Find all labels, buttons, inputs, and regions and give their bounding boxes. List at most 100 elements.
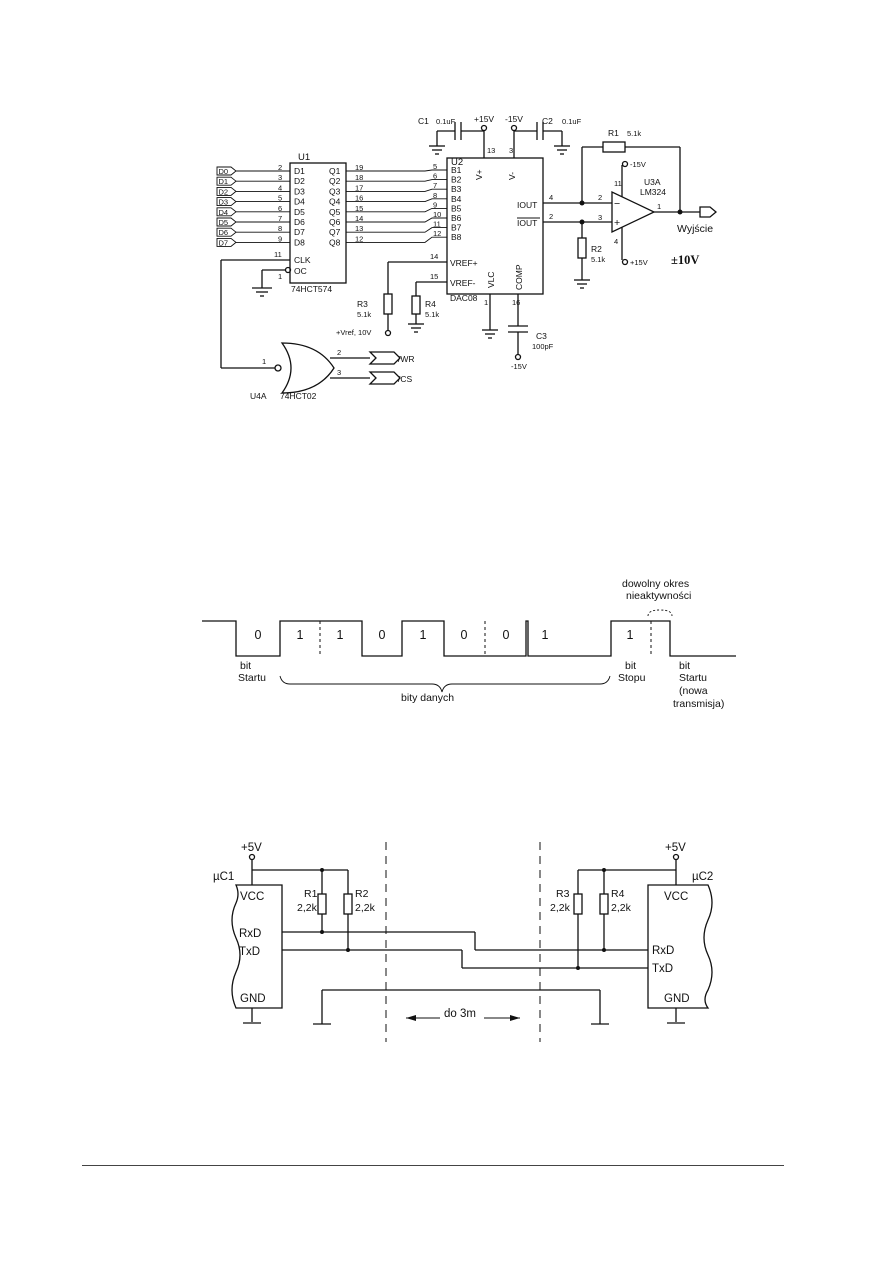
right-supply: +5V (665, 842, 686, 854)
uart-r2-name: R2 (355, 888, 369, 900)
u2-b-pin: B2 (451, 175, 462, 185)
opamp-plus: + (614, 217, 620, 229)
u3-vcc: +15V (630, 258, 648, 267)
bus-input-label: D1 (219, 177, 229, 186)
uart-r1-name: R1 (304, 888, 318, 900)
left-rxd: RxD (239, 928, 261, 940)
uart-r2-value: 2,2k (355, 902, 376, 914)
c3-capacitor: C3 100pF -15V (508, 325, 554, 371)
u2-iout-bar-pin: 2 (549, 212, 553, 221)
u2-b-pin: B8 (451, 232, 462, 242)
u1-d-pin: D1 (294, 166, 305, 176)
bus-input-label: D2 (219, 187, 229, 196)
r1-value: 5.1k (627, 129, 641, 138)
right-gnd: GND (664, 993, 690, 1005)
u2-b-pin: B6 (451, 213, 462, 223)
bus-input-label: D0 (219, 167, 229, 176)
bus-input-arrow (216, 176, 237, 186)
uart-link-diagram: µC1 VCC RxD TxD GND +5V R1 2,2k R2 2,2k (213, 842, 713, 1042)
bus-input-arrow (216, 227, 237, 237)
u2-b-pin: B7 (451, 223, 462, 233)
left-vcc: VCC (240, 891, 264, 903)
u1-in-pin: 8 (278, 224, 282, 233)
c1-value: 0.1uF (436, 117, 456, 126)
u1-out-pin: 15 (355, 204, 363, 213)
uart-r4-name: R4 (611, 888, 625, 900)
u2-b-pin: B1 (451, 165, 462, 175)
u2-vref-plus-pin: 14 (430, 252, 438, 261)
u2-b-num: 7 (433, 181, 437, 190)
u2-b-num: 6 (433, 172, 437, 181)
u2-vlc: VLC (486, 271, 496, 288)
u1-q-pin: Q7 (329, 227, 341, 237)
left-gnd: GND (240, 993, 266, 1005)
u3-part: LM324 (640, 187, 666, 197)
opamp-pin-minus: 2 (598, 193, 602, 202)
bus-input-arrow (216, 197, 237, 207)
u2-b-pin: B3 (451, 184, 462, 194)
u1-q-pin: Q8 (329, 237, 341, 247)
u2-vref-plus: VREF+ (450, 258, 478, 268)
stop-label-2: Stopu (618, 672, 646, 684)
u1-q-pin: Q3 (329, 186, 341, 196)
frame-bit-value: 1 (420, 628, 427, 642)
c3-name: C3 (536, 331, 547, 341)
u1-oc-pin: 1 (278, 272, 282, 281)
u2-comp-pin: 16 (512, 298, 520, 307)
uart-r3-value: 2,2k (550, 902, 571, 914)
bus-input-label: D7 (219, 238, 229, 247)
u2-vlc-pin: 1 (484, 298, 488, 307)
uart-r3-name: R3 (556, 888, 570, 900)
bus-input-arrow (216, 207, 237, 217)
r2-value: 5.1k (591, 255, 605, 264)
right-chip-label: µC2 (692, 871, 713, 883)
output-label: Wyjście (677, 223, 713, 235)
cs-label: /CS (398, 374, 413, 384)
supply-rail-top: +15V -15V C1 0.1uF C2 0.1uF (418, 114, 582, 155)
c2-value: 0.1uF (562, 117, 582, 126)
u1-d-pin: D7 (294, 227, 305, 237)
frame-bit-value: 0 (503, 628, 510, 642)
c3-value: 100pF (532, 342, 554, 351)
frame-bit-value: 0 (255, 628, 262, 642)
u3-vee: -15V (630, 160, 646, 169)
u1-in-pin: 2 (278, 163, 282, 172)
c2-name: C2 (542, 116, 553, 126)
start-label-2: Startu (238, 672, 266, 684)
r3-value: 5.1k (357, 310, 371, 319)
u2-b-pin: B4 (451, 194, 462, 204)
bus-input-label: D5 (219, 218, 229, 227)
u1-in-pin: 7 (278, 214, 282, 223)
u4-name: U4A (250, 391, 267, 401)
u2-comp: COMP (514, 264, 524, 290)
u1-q-pin: Q5 (329, 207, 341, 217)
u2-vref-minus-pin: 15 (430, 272, 438, 281)
u2-iout-bar: IOUT (517, 218, 537, 228)
u1-d-pin: D4 (294, 197, 305, 207)
u2-b-num: 8 (433, 191, 437, 200)
idle-label-2: nieaktywności (626, 590, 691, 602)
distance-label: do 3m (444, 1008, 476, 1020)
bus-input-arrow (216, 186, 237, 196)
frame-bit-value: 1 (627, 628, 634, 642)
bus-input-arrow (216, 237, 237, 247)
u1-out-pin: 17 (355, 183, 363, 192)
u1-q-pin: Q4 (329, 197, 341, 207)
opamp-out-pin: 1 (657, 202, 661, 211)
u2-vplus: V+ (474, 169, 484, 180)
bus-input-label: D4 (219, 208, 229, 217)
u2-b-num: 12 (433, 229, 441, 238)
next-label-1: bit (679, 660, 690, 672)
next-label-2: Startu (679, 672, 707, 684)
u1-part: 74HCT574 (291, 284, 332, 294)
bus-input-label: D3 (219, 198, 229, 207)
r4-name: R4 (425, 299, 436, 309)
idle-label-1: dowolny okres (622, 578, 689, 590)
data-bits-label: bity danych (401, 692, 454, 704)
u1-in-pin: 6 (278, 204, 282, 213)
u1-d-pin: D5 (294, 207, 305, 217)
